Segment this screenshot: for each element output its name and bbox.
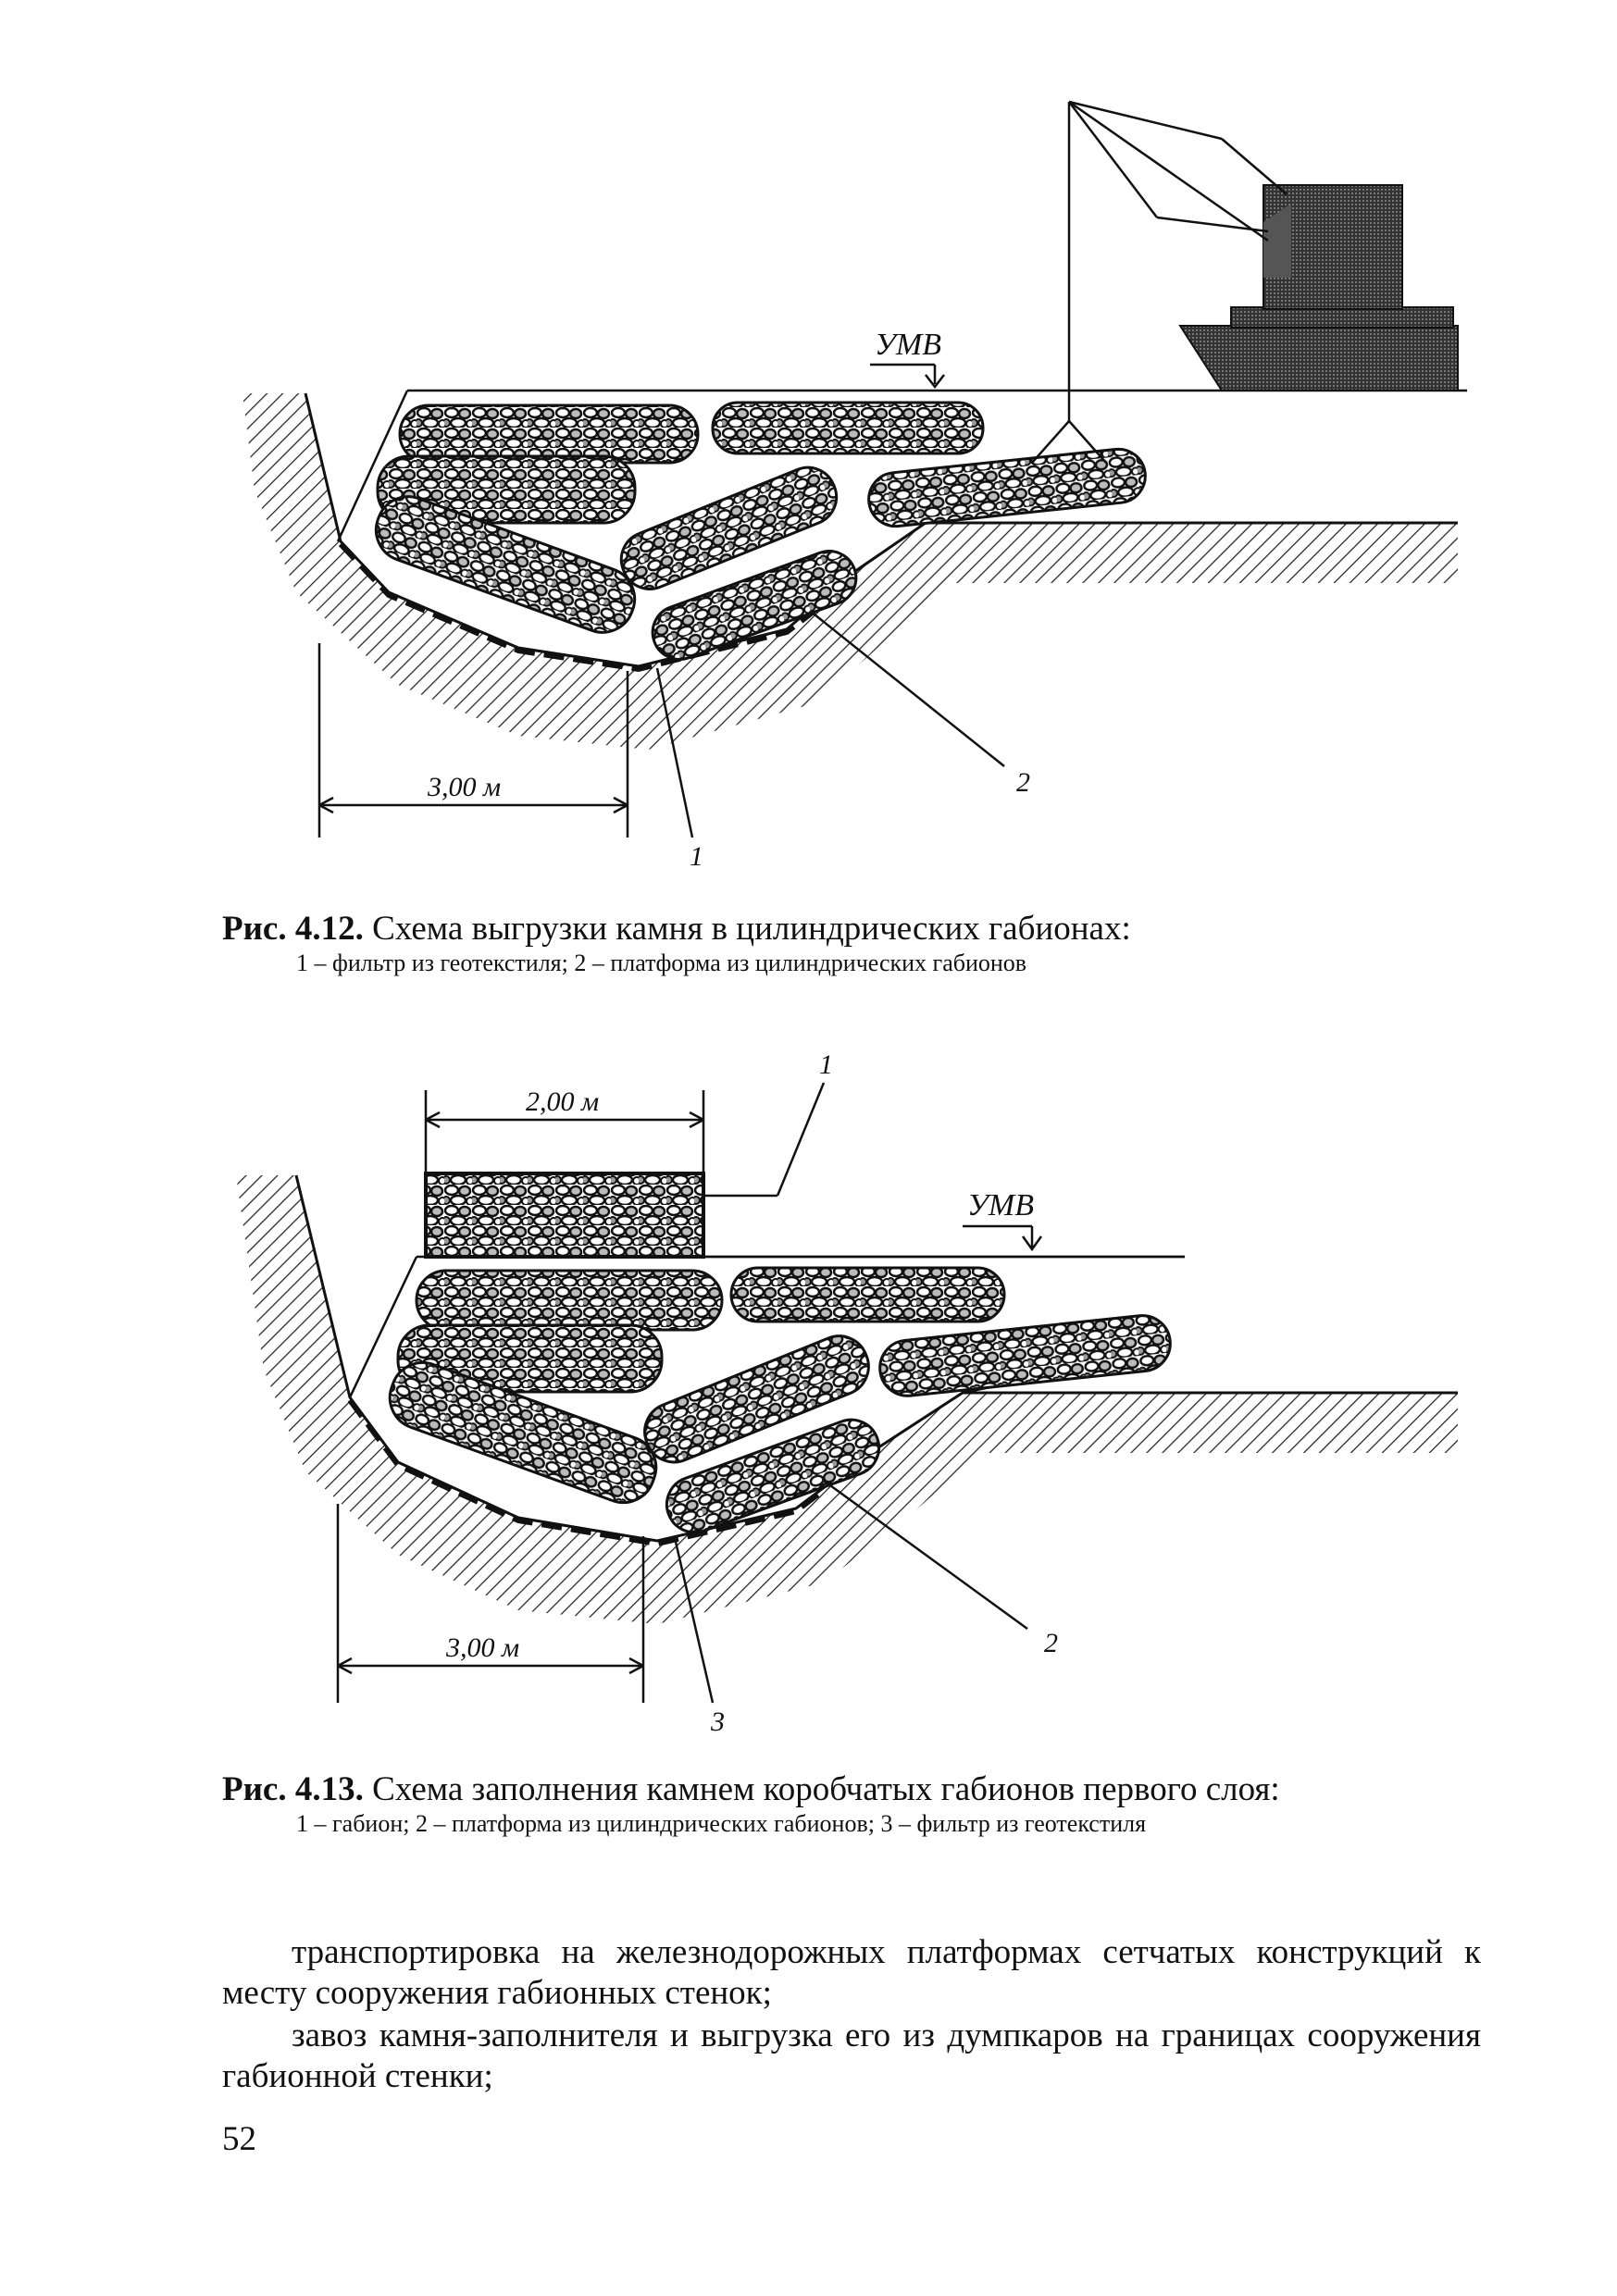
callout-2: 2 — [1044, 1628, 1058, 1658]
soil-hatching — [243, 393, 1458, 750]
body-paragraph-2: завоз камня-заполнителя и выгрузка его и… — [222, 2017, 1481, 2095]
water-level-label: УМВ — [967, 1188, 1034, 1222]
dimension-label: 3,00 м — [427, 772, 501, 802]
callout-line-1b — [776, 1082, 826, 1197]
caption-legend: 1 – фильтр из геотекстиля; 2 – платформа… — [296, 949, 1027, 976]
water-level-marker — [870, 363, 945, 390]
top-dimension-label: 2,00 м — [526, 1086, 599, 1117]
callout-line-2 — [823, 1479, 1028, 1631]
caption-title: Схема заполнения камнем коробчатых габио… — [372, 1770, 1280, 1808]
figure-4-13-drawing: УМВ 2,00 м 3,00 м 1 2 3 — [236, 1049, 1458, 1737]
figure-4-12: УМВ 3,00 м 1 2 — [0, 0, 1617, 888]
callout-line-3 — [674, 1541, 715, 1704]
soil-hatching — [236, 1175, 1458, 1624]
dimension-line — [336, 1504, 645, 1703]
caption-legend: 1 – габион; 2 – платформа из цилиндричес… — [296, 1810, 1147, 1837]
body-paragraph-1: транспортировка на железнодорожных платф… — [222, 1933, 1481, 2012]
callout-2: 2 — [1016, 767, 1030, 798]
dimension-line — [317, 643, 629, 838]
caption-title: Схема выгрузки камня в цилиндрических га… — [372, 910, 1131, 948]
geotextile-filter — [347, 1398, 826, 1547]
figure-4-12-drawing: УМВ 3,00 м 1 2 — [243, 100, 1467, 872]
water-level-label: УМВ — [875, 328, 941, 362]
caption-4-12: Рис. 4.12. Схема выгрузки камня в цилинд… — [222, 909, 1472, 977]
caption-number: Рис. 4.13. — [222, 1770, 364, 1808]
callout-1: 1 — [690, 841, 703, 872]
top-dimension-line — [424, 1090, 705, 1173]
box-gabion — [424, 1172, 705, 1259]
caption-number: Рис. 4.12. — [222, 910, 364, 948]
floating-crane — [1031, 100, 1459, 464]
water-level-marker — [703, 1224, 1185, 1259]
figure-4-13: УМВ 2,00 м 3,00 м 1 2 3 — [0, 981, 1617, 1814]
cylindrical-gabions — [388, 1266, 1172, 1534]
cylindrical-gabions — [374, 401, 1147, 661]
dimension-label: 3,00 м — [445, 1632, 519, 1663]
callout-3: 3 — [710, 1706, 725, 1737]
callout-line-1 — [655, 667, 694, 838]
page-number: 52 — [222, 2120, 256, 2158]
callout-line-2 — [809, 610, 1005, 767]
callout-1: 1 — [819, 1049, 833, 1080]
bank-outline — [294, 1174, 1458, 1543]
caption-4-13: Рис. 4.13. Схема заполнения камнем короб… — [222, 1769, 1472, 1838]
geotextile-filter — [338, 541, 816, 673]
